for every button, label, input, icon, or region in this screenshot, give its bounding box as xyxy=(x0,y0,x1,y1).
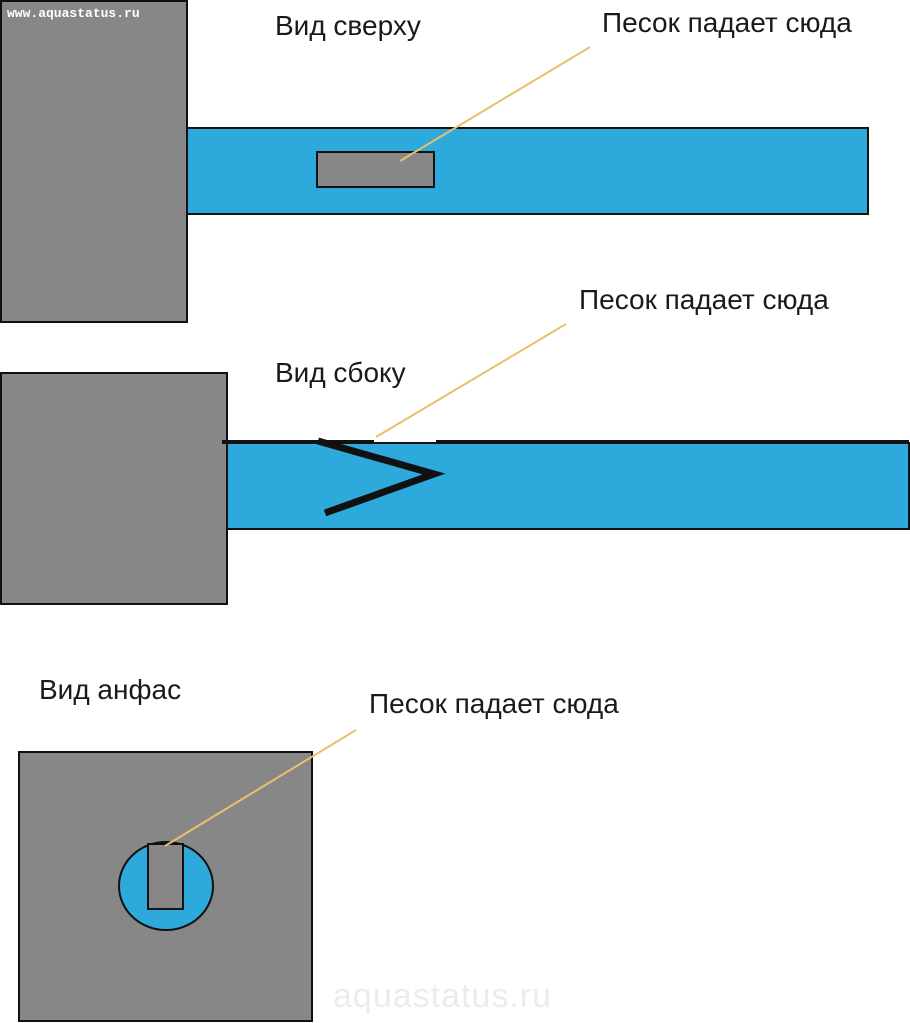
side-view-chevron-baffle xyxy=(317,437,446,517)
top-view-gray-block xyxy=(0,0,188,323)
side-view-gray-block xyxy=(0,372,228,605)
front-view-leader-line xyxy=(164,729,357,847)
side-view: Вид сбоку Песок падает сюда xyxy=(0,284,910,605)
front-view-title: Вид анфас xyxy=(39,674,181,705)
side-view-callout: Песок падает сюда xyxy=(579,284,829,315)
front-view: Вид анфас Песок падает сюда xyxy=(18,674,619,1022)
top-view-blue-pipe xyxy=(186,127,869,215)
watermark-bottom: aquastatus.ru xyxy=(333,977,552,1015)
side-view-blue-pipe xyxy=(226,442,910,530)
front-view-callout: Песок падает сюда xyxy=(369,688,619,719)
top-view-callout: Песок падает сюда xyxy=(602,7,852,38)
top-view-leader-line xyxy=(399,46,591,162)
top-view: Вид сверху Песок падает сюда xyxy=(0,0,869,323)
front-view-slot xyxy=(147,843,184,910)
watermark-top: www.aquastatus.ru xyxy=(7,6,140,21)
side-view-title: Вид сбоку xyxy=(275,357,406,388)
top-view-slot xyxy=(316,151,435,188)
side-view-leader-line xyxy=(375,323,567,438)
top-view-title: Вид сверху xyxy=(275,10,421,41)
